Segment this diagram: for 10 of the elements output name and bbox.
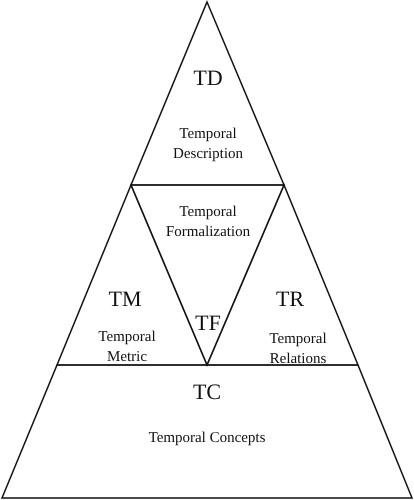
section-code: TD [192, 64, 224, 92]
section-label: Temporal Relations [268, 330, 328, 368]
section-label: Temporal Concepts [148, 429, 266, 448]
section-code: TM [108, 285, 142, 313]
section-label: Temporal Description [172, 125, 244, 164]
section-code: TF [194, 309, 222, 337]
section-label: Temporal Formalization [164, 203, 252, 242]
section-code: TR [274, 285, 306, 313]
section-label: Temporal Metric [97, 328, 157, 366]
section-code: TC [192, 378, 222, 406]
